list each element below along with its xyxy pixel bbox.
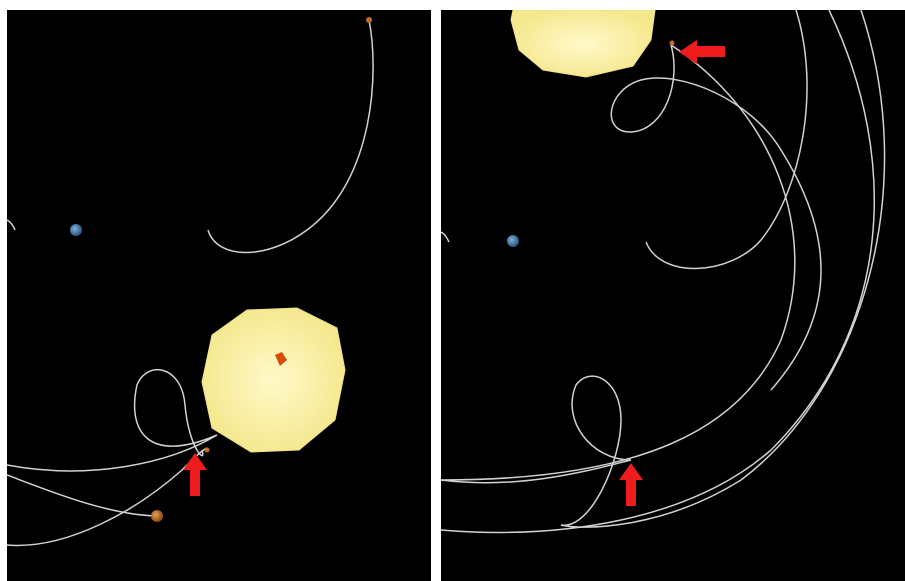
sun-icon [510, 10, 656, 78]
red-arrow-icon [619, 463, 643, 506]
orbit-path-lower [7, 447, 208, 547]
orbit-path-loop-mid [441, 375, 632, 526]
probe-marker-icon [669, 40, 675, 46]
probe-marker-icon [204, 447, 210, 453]
orbit-path-outer [207, 19, 374, 254]
orbit-path-loop [7, 369, 218, 472]
orbit-path-loop-top [610, 44, 822, 391]
orbit-canvas-right [441, 10, 886, 534]
orbit-path-arc-2 [441, 44, 796, 481]
simulation-view-right[interactable] [441, 10, 905, 581]
planet-icon [151, 510, 163, 522]
orbit-path-bottom [7, 474, 158, 517]
probe-marker-icon [366, 17, 372, 23]
sun-icon [201, 307, 346, 453]
sunspot [275, 352, 287, 366]
simulation-view-left[interactable] [7, 10, 431, 581]
orbit-canvas-left [7, 17, 374, 547]
earth-icon [70, 224, 82, 236]
orbit-path-edge [441, 231, 450, 243]
orbit-path-edge [7, 219, 16, 231]
earth-icon [507, 235, 519, 247]
red-arrow-icon [183, 453, 207, 496]
orbit-path-arc-3 [560, 10, 886, 528]
orbit-path-arc-1 [441, 10, 875, 534]
orbit-path-arc-4 [645, 10, 808, 270]
red-arrow-icon [679, 40, 725, 64]
